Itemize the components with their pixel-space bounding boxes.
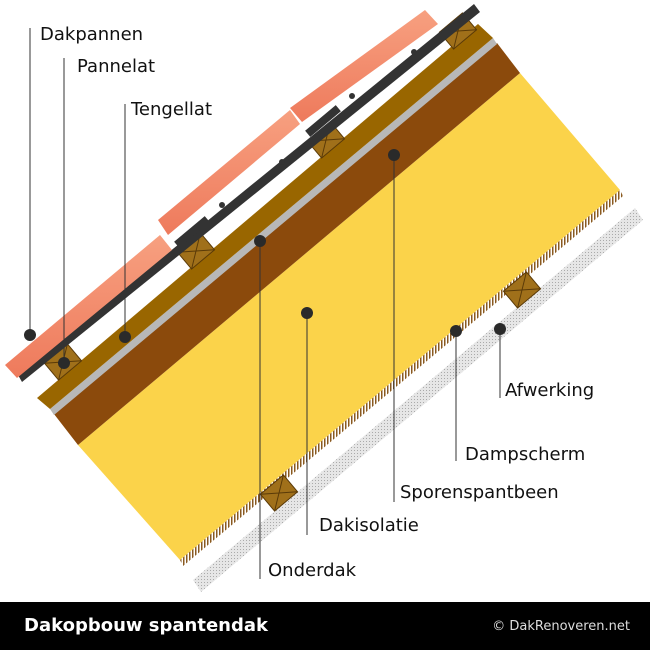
tengellat-band (37, 24, 493, 409)
onderdak-layer (50, 38, 497, 415)
dakisolatie-layer (78, 73, 620, 560)
label-afwerking: Afwerking (505, 380, 595, 401)
dakpannen-tiles (5, 10, 438, 378)
tile-clips (42, 49, 417, 360)
label-dampscherm: Dampscherm (465, 444, 586, 465)
pannelat-marker (58, 357, 70, 369)
label-tengellat: Tengellat (131, 99, 213, 120)
label-pannelat: Pannelat (77, 56, 156, 77)
afwerking-marker (494, 323, 506, 335)
label-sporenspantbeen: Sporenspantbeen (400, 482, 559, 503)
leader-lines (29, 28, 501, 579)
tengellat-marker (119, 331, 131, 343)
sporenspantbeen-marker (388, 149, 400, 161)
copyright-text: © DakRenoveren.net (492, 619, 630, 634)
label-dakpannen: Dakpannen (40, 24, 144, 45)
footer-bar: Dakopbouw spantendak © DakRenoveren.net (0, 602, 650, 650)
label-onderdak: Onderdak (268, 560, 357, 581)
onderdak-marker (254, 235, 266, 247)
pannelat-line (18, 4, 480, 382)
sporenspantbeen-layer (54, 43, 520, 445)
diagram-title: Dakopbouw spantendak (24, 615, 268, 636)
dakpannen-marker (24, 329, 36, 341)
dampscherm-marker (450, 325, 462, 337)
dakisolatie-marker (301, 307, 313, 319)
label-dakisolatie: Dakisolatie (319, 515, 419, 536)
afwerking-layer (193, 208, 643, 592)
marker-dots (24, 149, 506, 369)
